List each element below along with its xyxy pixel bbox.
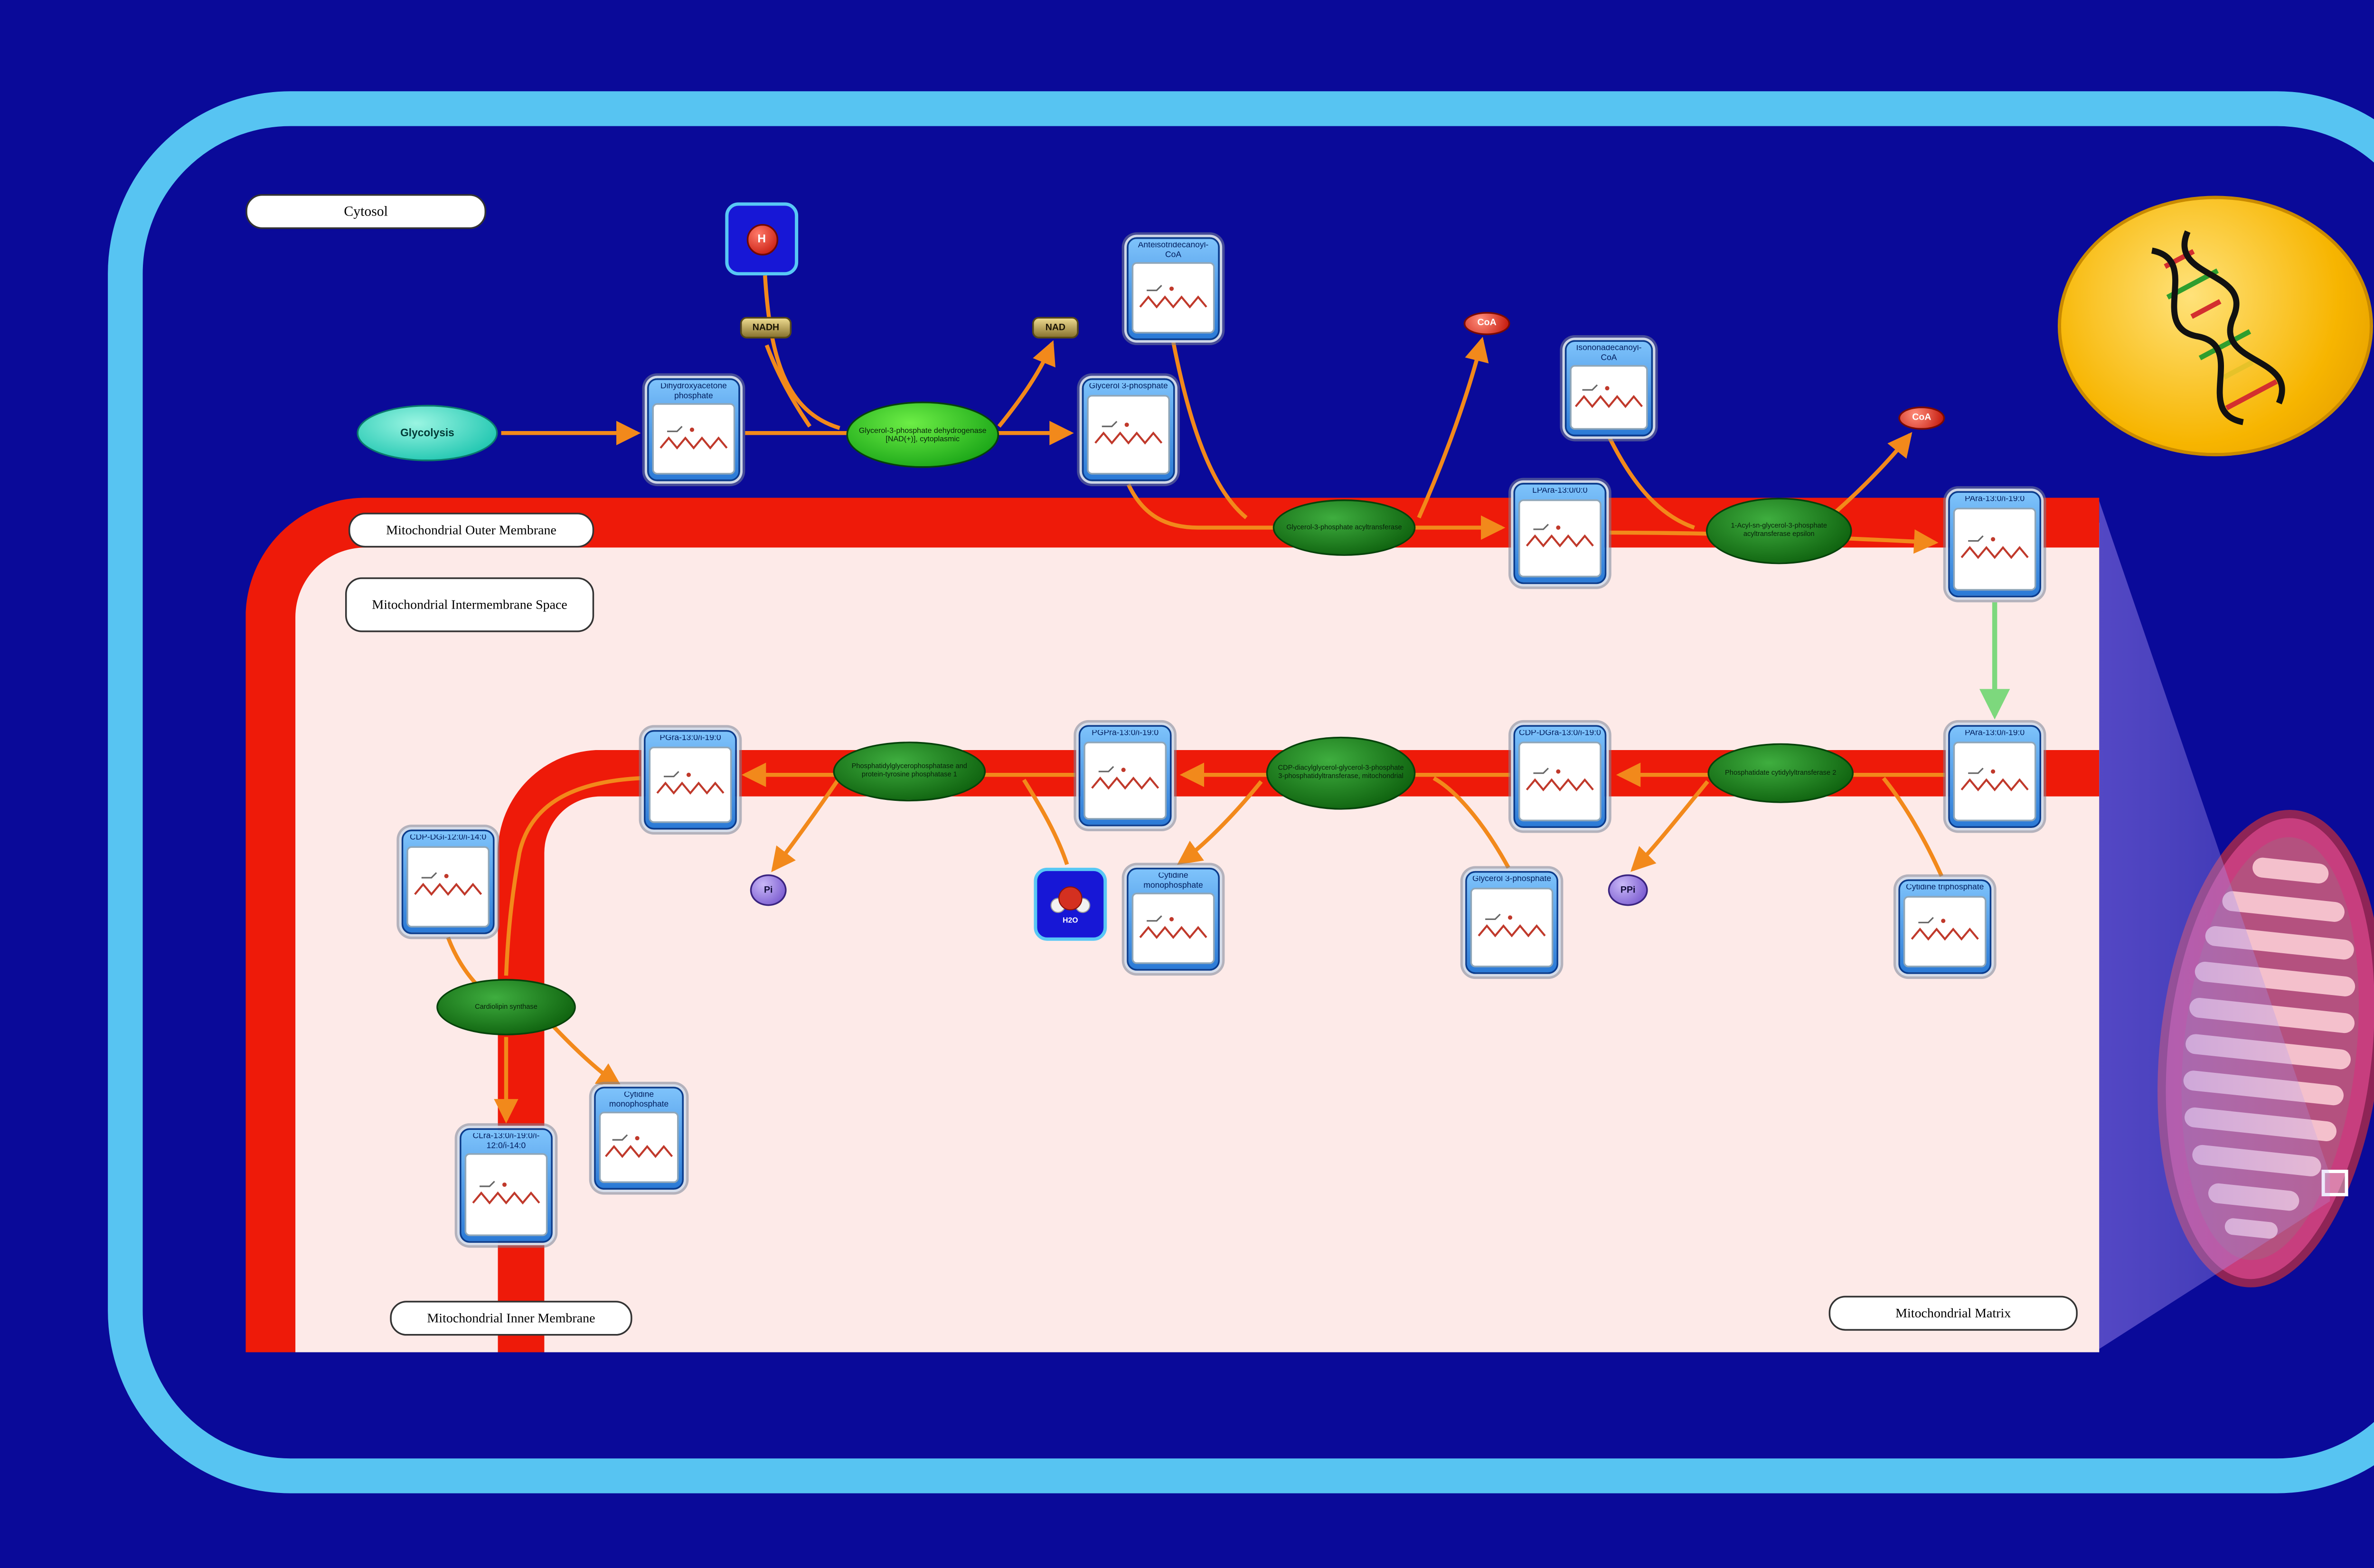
molecule-structure-icon xyxy=(601,1129,677,1166)
species-label: Glycerol 3-phosphate xyxy=(1472,876,1552,884)
molecule-structure-icon xyxy=(656,421,732,457)
species-cardiolipin[interactable]: CLra-13:0/i-19:0/i-12:0/i-14:0 xyxy=(460,1128,553,1243)
species-coa-1[interactable]: CoA xyxy=(1463,312,1510,336)
molecule-structure-icon xyxy=(1087,762,1163,798)
molecule-structure-icon xyxy=(1090,416,1167,453)
species-label: PAra-13:0/i-19:0 xyxy=(1965,496,2025,505)
structure-thumbnail xyxy=(652,403,735,475)
structure-thumbnail xyxy=(1518,741,1602,822)
structure-thumbnail xyxy=(464,1153,548,1236)
species-label: Cytidine triphosphate xyxy=(1906,884,1984,893)
species-proton[interactable]: H xyxy=(725,202,799,276)
species-label: PGPra-13:0/i-19:0 xyxy=(1092,730,1159,739)
molecule-structure-icon xyxy=(1135,280,1212,316)
proton-icon: H xyxy=(746,223,778,255)
species-pi[interactable]: Pi xyxy=(750,874,787,906)
structure-thumbnail xyxy=(406,845,490,928)
enzyme-cds2[interactable]: Phosphatidate cytidylyltransferase 2 xyxy=(1707,743,1854,803)
species-label: Cytidine monophosphate xyxy=(609,1091,669,1109)
species-isononadecanoyl-coa[interactable]: Isononadecanoyl-CoA xyxy=(1564,340,1653,437)
structure-thumbnail xyxy=(1131,893,1215,964)
molecule-structure-icon xyxy=(1522,763,1598,799)
enzyme-gpat[interactable]: Glycerol-3-phosphate acyltransferase xyxy=(1272,499,1416,556)
compartment-label-matrix: Mitochondrial Matrix xyxy=(1828,1296,2078,1331)
species-label: Anteisotridecanoyl-CoA xyxy=(1138,242,1209,260)
species-water[interactable]: H2O xyxy=(1034,867,1107,941)
molecule-structure-icon xyxy=(468,1176,545,1213)
mitochondrion-illustration xyxy=(2157,810,2374,1287)
species-label: PAra-13:0/i-19:0 xyxy=(1965,730,2025,739)
molecule-structure-icon xyxy=(1572,379,1646,416)
species-label: Glycerol 3-phosphate xyxy=(1089,383,1168,392)
species-coa-2[interactable]: CoA xyxy=(1898,406,1945,430)
molecule-structure-icon xyxy=(1907,913,1983,949)
structure-thumbnail xyxy=(599,1112,679,1183)
species-glycolysis[interactable]: Glycolysis xyxy=(357,404,498,461)
species-cdp-dg-2[interactable]: CDP-DGi-12:0/i-14:0 xyxy=(401,829,495,934)
species-label: CDP-DGi-12:0/i-14:0 xyxy=(410,835,487,843)
species-pa-cytosol[interactable]: PAra-13:0/i-19:0 xyxy=(1948,491,2041,598)
species-cmp-2[interactable]: Cytidine monophosphate xyxy=(594,1087,684,1190)
structure-thumbnail xyxy=(1518,498,1602,578)
species-cdp-dg-1[interactable]: CDP-DGra-13:0/i-19:0 xyxy=(1513,725,1607,828)
molecule-structure-icon xyxy=(1957,763,2033,799)
species-pg[interactable]: PGra-13:0/i-19:0 xyxy=(644,730,737,830)
molecule-structure-icon xyxy=(652,766,729,803)
structure-thumbnail xyxy=(1083,741,1167,820)
enzyme-pgps[interactable]: CDP-diacylglycerol-glycerol-3-phosphate … xyxy=(1266,736,1416,810)
compartment-inner-membrane xyxy=(498,750,2100,1352)
species-label: PGra-13:0/i-19:0 xyxy=(659,735,721,743)
compartment-label-cytosol: Cytosol xyxy=(245,194,487,229)
zoom-target-marker xyxy=(2321,1170,2348,1196)
species-g3p-matrix[interactable]: Glycerol 3-phosphate xyxy=(1465,871,1558,974)
structure-thumbnail xyxy=(1470,887,1554,967)
structure-thumbnail xyxy=(1087,394,1170,475)
molecule-structure-icon xyxy=(1474,909,1550,946)
compartment-label-inner-membrane: Mitochondrial Inner Membrane xyxy=(390,1301,632,1336)
species-nadh[interactable]: NADH xyxy=(740,317,792,339)
species-label: CLra-13:0/i-19:0/i-12:0/i-14:0 xyxy=(472,1133,540,1151)
compartment-label-intermembrane-space: Mitochondrial Intermembrane Space xyxy=(345,577,594,632)
water-molecule-icon xyxy=(1050,885,1091,912)
enzyme-cls[interactable]: Cardiolipin synthase xyxy=(436,979,576,1035)
species-pgp[interactable]: PGPra-13:0/i-19:0 xyxy=(1078,725,1172,826)
structure-thumbnail xyxy=(1570,365,1648,430)
enzyme-gpd1[interactable]: Glycerol-3-phosphate dehydrogenase [NAD(… xyxy=(846,401,999,468)
molecule-structure-icon xyxy=(1522,520,1598,556)
species-label: H2O xyxy=(1063,915,1078,924)
structure-thumbnail xyxy=(1903,895,1987,967)
nucleus xyxy=(2057,196,2373,457)
dna-icon xyxy=(2151,229,2285,424)
species-pa-matrix[interactable]: PAra-13:0/i-19:0 xyxy=(1948,725,2041,828)
species-label: LPAra-13:0/0:0 xyxy=(1532,488,1588,497)
structure-thumbnail xyxy=(1953,507,2036,591)
structure-thumbnail xyxy=(1131,262,1215,334)
species-ppi[interactable]: PPi xyxy=(1608,874,1648,906)
enzyme-ptpmt1[interactable]: Phosphatidylglycerophosphatase and prote… xyxy=(833,742,986,802)
species-anteisotridecanoyl-coa[interactable]: Anteisotridecanoyl-CoA xyxy=(1127,237,1220,340)
species-label: Isononadecanoyl-CoA xyxy=(1576,345,1642,363)
species-dhap[interactable]: Dihydroxyacetone phosphate xyxy=(647,378,740,481)
compartment-label-outer-membrane: Mitochondrial Outer Membrane xyxy=(348,512,594,548)
species-lpa[interactable]: LPAra-13:0/0:0 xyxy=(1513,483,1607,584)
species-nad[interactable]: NAD xyxy=(1032,317,1079,339)
structure-thumbnail xyxy=(1953,741,2036,822)
molecule-structure-icon xyxy=(1957,531,2033,567)
species-g3p-cytosol[interactable]: Glycerol 3-phosphate xyxy=(1082,378,1175,481)
species-ctp[interactable]: Cytidine triphosphate xyxy=(1898,879,1992,974)
species-label: Cytidine monophosphate xyxy=(1143,873,1203,891)
enzyme-agpat[interactable]: 1-Acyl-sn-glycerol-3-phosphate acyltrans… xyxy=(1705,498,1852,564)
molecule-structure-icon xyxy=(1135,910,1212,947)
species-label: Dihydroxyacetone phosphate xyxy=(660,383,727,401)
species-label: CDP-DGra-13:0/i-19:0 xyxy=(1518,730,1601,739)
species-cmp-1[interactable]: Cytidine monophosphate xyxy=(1127,867,1220,971)
structure-thumbnail xyxy=(649,746,732,823)
molecule-structure-icon xyxy=(410,868,486,905)
